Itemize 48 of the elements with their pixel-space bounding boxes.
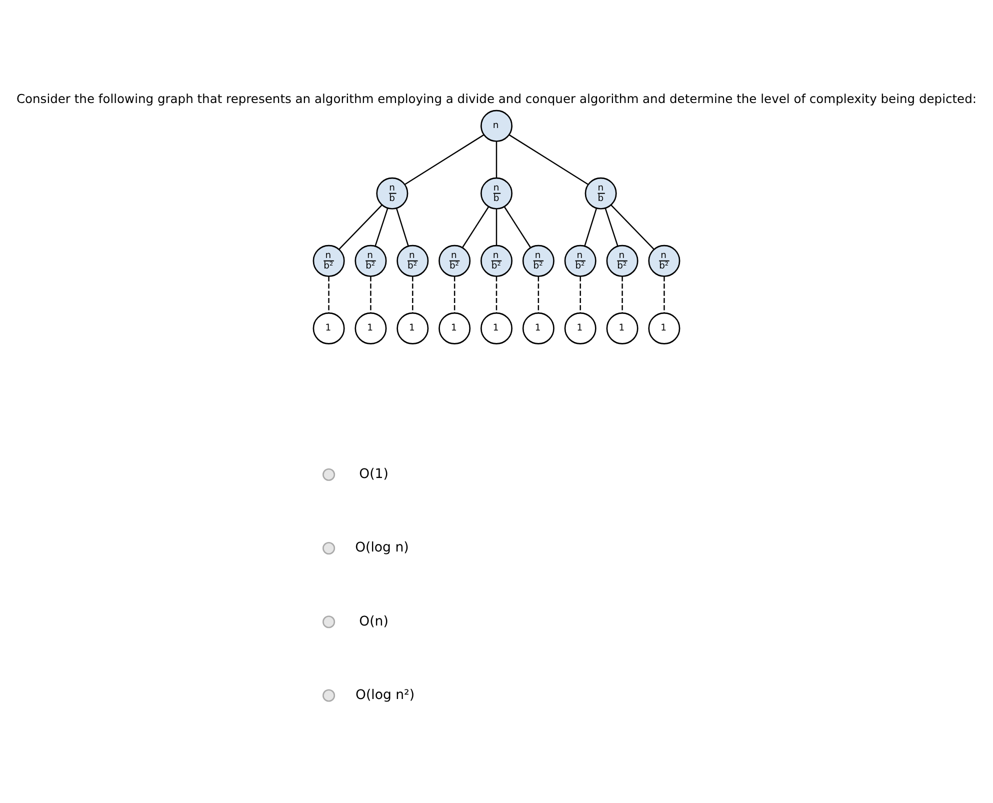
label: O(log n²) <box>356 688 415 703</box>
node-circle: 1 <box>648 312 680 344</box>
node-circle: n b <box>376 177 408 210</box>
node-circle: 1 <box>522 312 554 344</box>
connector <box>374 208 388 246</box>
connector <box>508 134 589 185</box>
node-circle: n b² <box>648 244 680 277</box>
connector <box>664 276 665 313</box>
connector <box>504 206 532 248</box>
connector <box>580 276 581 313</box>
node-circle: n b² <box>396 244 429 277</box>
connector <box>412 276 414 313</box>
connector <box>584 208 598 246</box>
node-circle: 1 <box>312 312 345 344</box>
connector <box>604 208 618 246</box>
connector <box>370 276 372 313</box>
node-circle: n b <box>584 177 617 210</box>
node-circle: 1 <box>354 312 387 344</box>
connector <box>496 276 498 313</box>
connector <box>328 276 330 313</box>
node-circle: n b² <box>480 244 512 277</box>
node-circle: n b² <box>354 244 387 277</box>
connector <box>338 204 382 250</box>
connector <box>622 276 623 313</box>
node-circle: n b² <box>312 244 345 277</box>
connector <box>396 208 409 246</box>
node-circle: 1 <box>480 312 512 344</box>
node-circle: n b² <box>606 244 638 277</box>
node-circle: n b² <box>522 244 554 277</box>
connector <box>496 208 498 246</box>
node-circle: 1 <box>438 312 471 344</box>
label: O(1) <box>359 467 388 482</box>
connector <box>538 276 540 313</box>
node-circle: n <box>480 110 512 142</box>
diagram-title: Consider the following graph that represents an algorithm employing a divide and conquer algorithm and determine the level of complexity being depicted: <box>16 92 977 106</box>
label: O(log n) <box>355 540 409 556</box>
connector <box>404 134 484 185</box>
label: O(n) <box>359 614 388 630</box>
node-circle: 1 <box>396 312 429 344</box>
node-circle: 1 <box>564 312 596 344</box>
connector <box>496 141 498 178</box>
connector <box>454 276 456 313</box>
connector <box>462 206 490 248</box>
node-circle: 1 <box>606 312 638 344</box>
node-circle: n b² <box>438 244 471 277</box>
node-circle: n b² <box>564 244 596 277</box>
node-circle: n b <box>480 177 512 210</box>
connector <box>610 204 654 250</box>
